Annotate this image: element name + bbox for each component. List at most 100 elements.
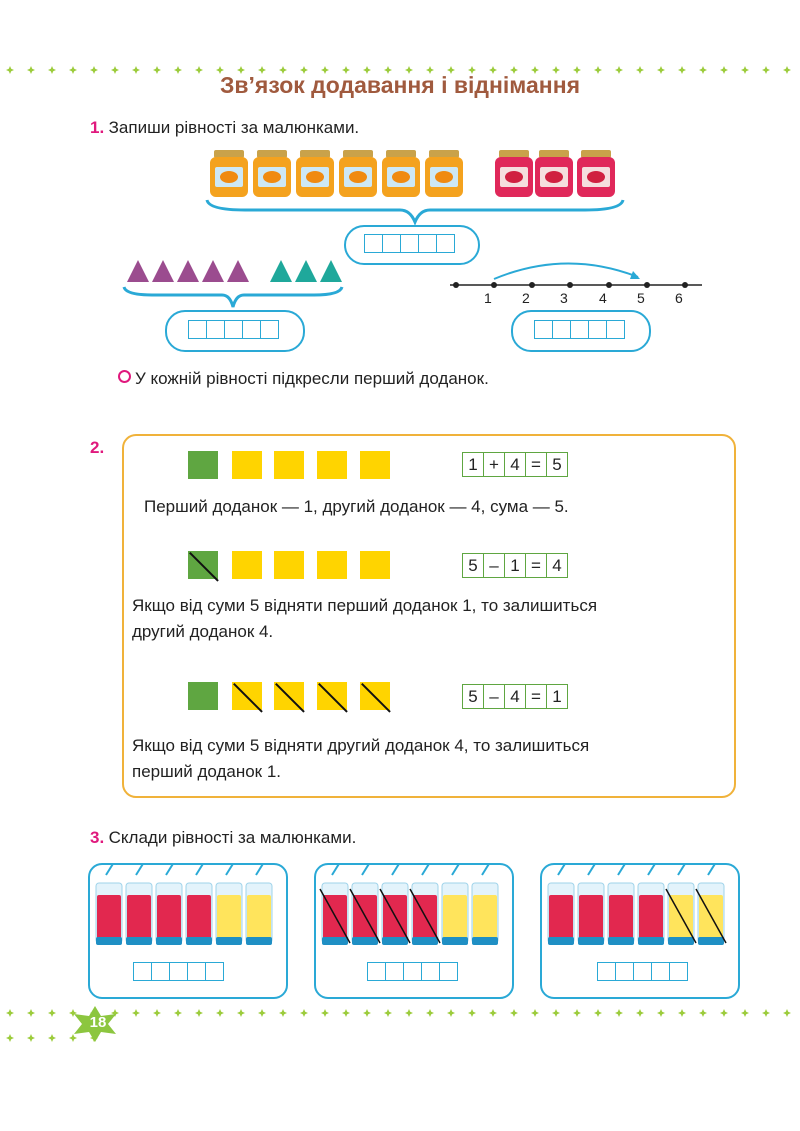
- green-square: [188, 682, 218, 710]
- star-decoration: [363, 66, 371, 74]
- red-juice-glass: [607, 863, 635, 945]
- red-juice-glass: [185, 863, 213, 945]
- crossed-yellow-square: [274, 682, 304, 710]
- red-juice-glass: [547, 863, 575, 945]
- star-decoration: [531, 1009, 539, 1017]
- star-decoration: [300, 1009, 308, 1017]
- yellow-square: [232, 551, 262, 579]
- yellow-juice-glass: [215, 863, 243, 945]
- eq-cell: =: [526, 685, 547, 708]
- teal-triangle: [295, 260, 317, 282]
- answer-cells-glasses-3[interactable]: [597, 962, 688, 981]
- star-decoration: [48, 66, 56, 74]
- apricot-jar: [253, 150, 291, 197]
- star-decoration: [69, 1009, 77, 1017]
- equation-2: 5 – 1 = 4: [462, 553, 568, 578]
- answer-cells-triangles[interactable]: [188, 320, 279, 339]
- star-decoration: [552, 1009, 560, 1017]
- star-decoration: [783, 66, 791, 74]
- star-decoration: [69, 1034, 77, 1042]
- brace-triangles: [122, 286, 344, 308]
- eq-cell: 1: [552, 687, 562, 706]
- task-1-number: 1.: [90, 118, 105, 137]
- equation-3: 5 – 4 = 1: [462, 684, 568, 709]
- task-2-line-3a: Якщо від суми 5 відняти другий доданок 4…: [132, 736, 590, 755]
- star-decoration: [363, 1009, 371, 1017]
- nl-label-4: 4: [599, 290, 607, 306]
- eq-cell: 4: [505, 685, 526, 708]
- answer-cells-jars[interactable]: [364, 234, 455, 253]
- yellow-juice-glass: [471, 863, 499, 945]
- cross-out-line: [695, 888, 727, 944]
- answer-pill-jars[interactable]: [344, 225, 480, 265]
- bullet-text: У кожній рівності підкресли перший додан…: [135, 369, 489, 388]
- crossed-yellow-square: [360, 682, 390, 710]
- star-decoration: [48, 1009, 56, 1017]
- answer-cells-number-line[interactable]: [534, 320, 625, 339]
- eq-cell: =: [526, 554, 547, 577]
- task-3-instruction: Склади рівності за малюнками.: [108, 828, 357, 847]
- yellow-square: [317, 451, 347, 479]
- star-decoration: [531, 66, 539, 74]
- yellow-juice-glass: [441, 863, 469, 945]
- brace-jars: [205, 199, 625, 226]
- purple-triangle: [177, 260, 199, 282]
- eq-cell: 4: [505, 453, 526, 476]
- star-decoration: [447, 66, 455, 74]
- cross-out-line: [409, 888, 441, 944]
- task-2-frame: [122, 434, 736, 798]
- star-decoration: [510, 1009, 518, 1017]
- star-decoration: [636, 1009, 644, 1017]
- star-decoration: [720, 1009, 728, 1017]
- star-decoration: [447, 1009, 455, 1017]
- star-decoration: [111, 1009, 119, 1017]
- star-decoration: [321, 66, 329, 74]
- crossed-green-square: [188, 551, 218, 579]
- task-3-number: 3.: [90, 828, 105, 847]
- cross-out-line: [349, 888, 381, 944]
- apricot-jar: [210, 150, 248, 197]
- eq-cell: =: [526, 453, 547, 476]
- star-decoration: [594, 66, 602, 74]
- star-decoration: [468, 1009, 476, 1017]
- glasses-illustrations: [95, 863, 727, 945]
- eq-cell: –: [484, 554, 505, 577]
- eq-cell: 4: [552, 556, 562, 575]
- star-decoration: [132, 1009, 140, 1017]
- star-decoration: [552, 66, 560, 74]
- star-decoration: [699, 1009, 707, 1017]
- cross-out-line: [319, 888, 351, 944]
- star-decoration: [342, 1009, 350, 1017]
- star-decoration: [195, 66, 203, 74]
- number-line-labels: 1 2 3 4 5 6: [446, 290, 706, 310]
- task-2-line-2a: Якщо від суми 5 відняти перший доданок 1…: [132, 596, 598, 615]
- number-line: [450, 262, 702, 288]
- star-decoration: [216, 1009, 224, 1017]
- star-decoration: [174, 1009, 182, 1017]
- star-decoration: [321, 1009, 329, 1017]
- answer-cells-glasses-1[interactable]: [133, 962, 224, 981]
- answer-cells-glasses-2[interactable]: [367, 962, 458, 981]
- apricot-jar: [296, 150, 334, 197]
- star-decoration: [6, 1009, 14, 1017]
- purple-triangle: [152, 260, 174, 282]
- task-1-instruction: Запиши рівності за малюнками.: [108, 118, 360, 137]
- eq-cell: 5: [552, 455, 562, 474]
- purple-triangle: [202, 260, 224, 282]
- yellow-square: [274, 451, 304, 479]
- strawberry-jar: [495, 150, 533, 197]
- task-2-line-3b: перший доданок 1.: [132, 762, 282, 781]
- star-decoration: [636, 66, 644, 74]
- star-decoration: [678, 66, 686, 74]
- yellow-juice-glass: [695, 863, 727, 945]
- number-line-dot: [491, 282, 497, 288]
- yellow-square: [360, 551, 390, 579]
- star-decoration: [111, 66, 119, 74]
- strawberry-jar: [577, 150, 615, 197]
- star-decoration: [384, 66, 392, 74]
- cross-out-line: [379, 888, 411, 944]
- bullet-icon: [118, 370, 131, 383]
- crossed-yellow-square: [317, 682, 347, 710]
- number-line-dot: [529, 282, 535, 288]
- star-decoration: [573, 66, 581, 74]
